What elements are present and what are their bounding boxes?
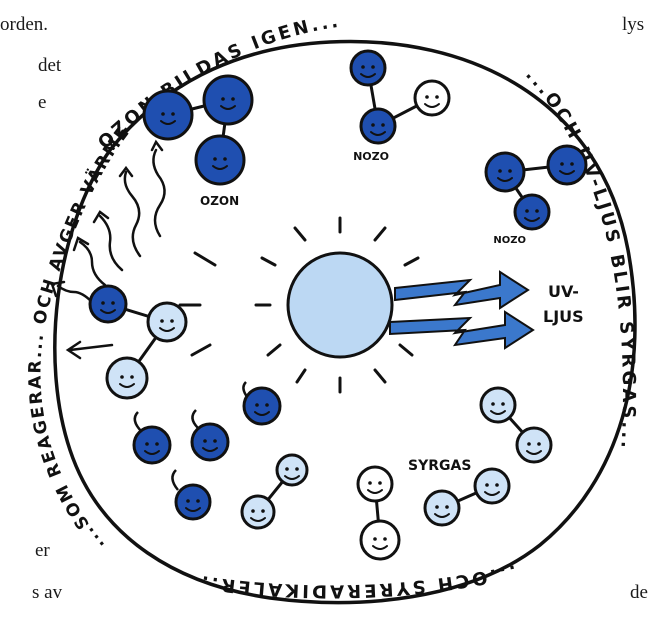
- page-text-top-left-2: det: [38, 55, 61, 77]
- page-text-bottom-left-2: s av: [32, 582, 62, 604]
- ring-text-right: ...OCH UV-LJUS BLIR SYRGAS...: [521, 64, 639, 451]
- ozon-label-1: OZON: [200, 194, 239, 208]
- oxygen-molecule-1: [242, 455, 307, 528]
- page-text-top-right: lys: [622, 14, 644, 36]
- uv-arrows-icon: [390, 272, 533, 348]
- sun-icon: [180, 218, 418, 392]
- page-text-top-left-1: orden.: [0, 14, 48, 36]
- uv-label-line1: UV-: [548, 282, 579, 301]
- oxygen-molecule-3: [425, 469, 509, 525]
- oxygen-molecule-2: [358, 467, 399, 559]
- oxygen-molecule-4: [481, 388, 551, 462]
- ozone-molecule-1: [144, 76, 252, 184]
- reacting-molecule: [90, 286, 186, 398]
- syrgas-label: SYRGAS: [408, 458, 471, 474]
- page-text-bottom-left-1: er: [35, 540, 50, 562]
- uv-label-line2: LJUS: [543, 307, 584, 326]
- page-text-bottom-right: de: [630, 582, 648, 604]
- ozone-molecule-2: [351, 51, 449, 143]
- ring-text-left: ...SOM REAGERAR... OCH AVGER VÄRME NÄR..…: [0, 0, 140, 554]
- ozon-label-3: OZON: [493, 233, 526, 244]
- ozone-molecule-3: [486, 146, 586, 229]
- page-text-top-left-3: e: [38, 92, 46, 114]
- ozon-label-2: OZON: [353, 149, 389, 162]
